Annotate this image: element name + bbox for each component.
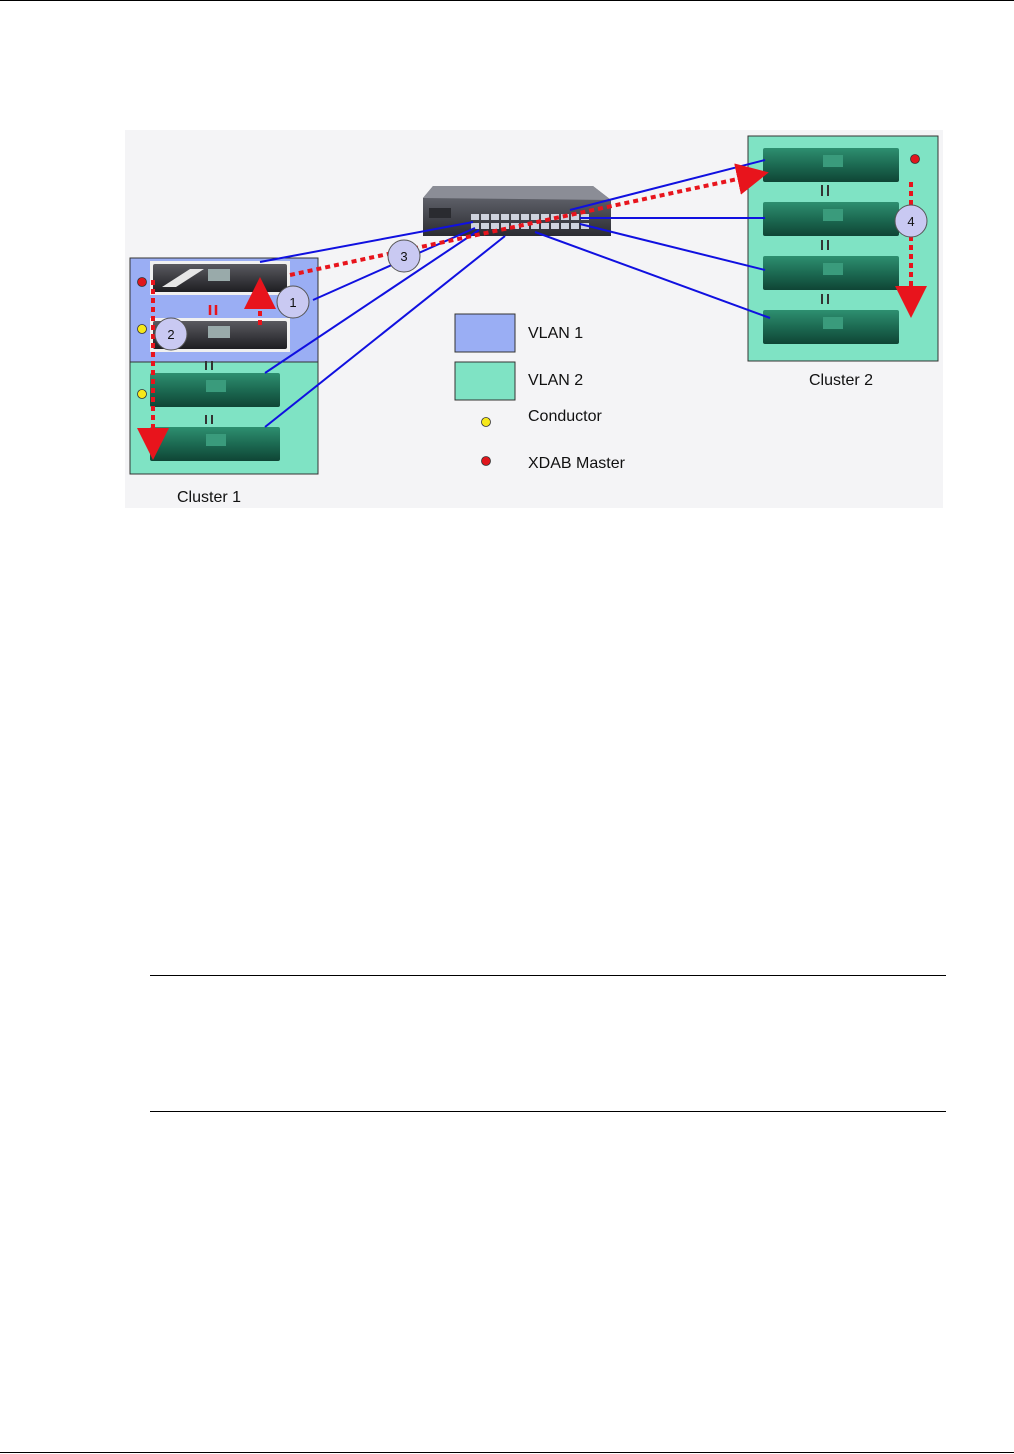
legend-marker-conductor [481, 417, 491, 427]
legend: VLAN 1 VLAN 2 Conductor XDAB Master [454, 313, 626, 472]
step-label-4: 4 [907, 214, 914, 229]
cluster2-stack-spacers [821, 185, 829, 304]
step-badge-4: 4 [894, 204, 928, 238]
cluster2-server-2 [763, 202, 899, 236]
cluster1-server-4 [150, 427, 280, 461]
page-header-rule [0, 0, 1014, 1]
page-footer-rule [0, 1452, 1014, 1453]
cluster2-server-4 [763, 310, 899, 344]
note-top-rule [150, 975, 946, 976]
conductor-marker-cluster1-a [137, 324, 147, 334]
legend-swatch-vlan2 [454, 361, 516, 401]
xdab-master-marker-cluster2 [910, 154, 920, 164]
legend-label-vlan1: VLAN 1 [528, 325, 583, 342]
cluster1-server-1 [150, 261, 290, 295]
step-badge-1: 1 [276, 285, 310, 319]
cluster1-server-3 [150, 373, 280, 407]
step-badge-2: 2 [154, 317, 188, 351]
cluster2-server-3 [763, 256, 899, 290]
step-label-3: 3 [400, 249, 407, 264]
step-label-1: 1 [289, 295, 296, 310]
step-label-2: 2 [167, 327, 174, 342]
step-badge-3: 3 [387, 239, 421, 273]
legend-marker-xdab-master [481, 456, 491, 466]
cluster2-label: Cluster 2 [809, 372, 873, 389]
cluster1-label: Cluster 1 [177, 489, 241, 506]
xdab-master-marker-cluster1 [137, 277, 147, 287]
legend-swatch-vlan1 [454, 313, 516, 353]
cluster1-red-spacers [208, 305, 218, 315]
legend-label-vlan2: VLAN 2 [528, 372, 583, 389]
note-bottom-rule [150, 1111, 946, 1112]
conductor-marker-cluster1-b [137, 389, 147, 399]
xdab-paths [137, 163, 927, 460]
legend-label-xdab-master: XDAB Master [528, 455, 626, 472]
cluster2-server-1 [763, 148, 899, 182]
xdab-vlan-diagram: 1 2 3 4 VLAN 1 VLAN 2 Conductor XDAB Mas… [125, 130, 943, 508]
legend-label-conductor: Conductor [528, 408, 602, 425]
